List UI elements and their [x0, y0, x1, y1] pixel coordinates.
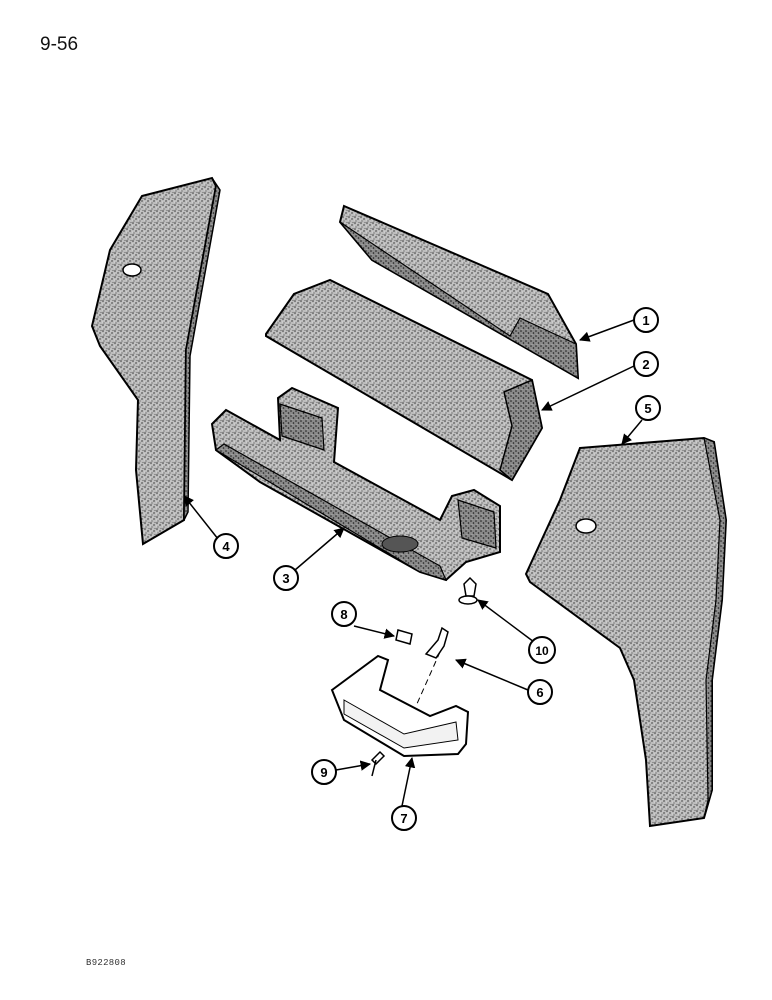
center-insulation-block — [265, 278, 544, 482]
callout-2: 2 — [633, 351, 659, 377]
callout-1: 1 — [633, 307, 659, 333]
callout-label: 9 — [320, 765, 327, 780]
callout-9: 9 — [311, 759, 337, 785]
callout-label: 8 — [340, 607, 347, 622]
figure-code: B922808 — [86, 958, 126, 968]
callout-label: 2 — [642, 357, 649, 372]
panel-hole — [575, 518, 597, 534]
callout-3: 3 — [273, 565, 299, 591]
storage-tray — [330, 654, 470, 758]
push-fastener — [458, 576, 478, 605]
page-number: 9-56 — [40, 34, 79, 55]
callout-10: 10 — [528, 636, 556, 664]
callout-5: 5 — [635, 395, 661, 421]
leader-lines — [183, 319, 643, 807]
lower-insulation-tray — [210, 386, 501, 582]
panel-hole — [122, 263, 142, 277]
mounting-bracket — [424, 626, 449, 659]
right-side-insulation-panel — [524, 436, 728, 828]
spring-clip — [395, 629, 413, 645]
callout-label: 5 — [644, 401, 651, 416]
upper-insulation-strip — [338, 204, 580, 380]
callout-4: 4 — [213, 533, 239, 559]
callout-label: 3 — [282, 571, 289, 586]
left-side-insulation-panel — [90, 176, 221, 546]
tray-cutout — [381, 535, 419, 553]
callout-label: 1 — [642, 313, 649, 328]
alignment-line — [415, 651, 441, 707]
callout-6: 6 — [527, 679, 553, 705]
callout-label: 7 — [400, 811, 407, 826]
screw — [370, 750, 386, 777]
callout-8: 8 — [331, 601, 357, 627]
callout-label: 4 — [222, 539, 230, 554]
callout-7: 7 — [391, 805, 417, 831]
callout-label: 10 — [535, 644, 549, 658]
callout-label: 6 — [536, 685, 543, 700]
